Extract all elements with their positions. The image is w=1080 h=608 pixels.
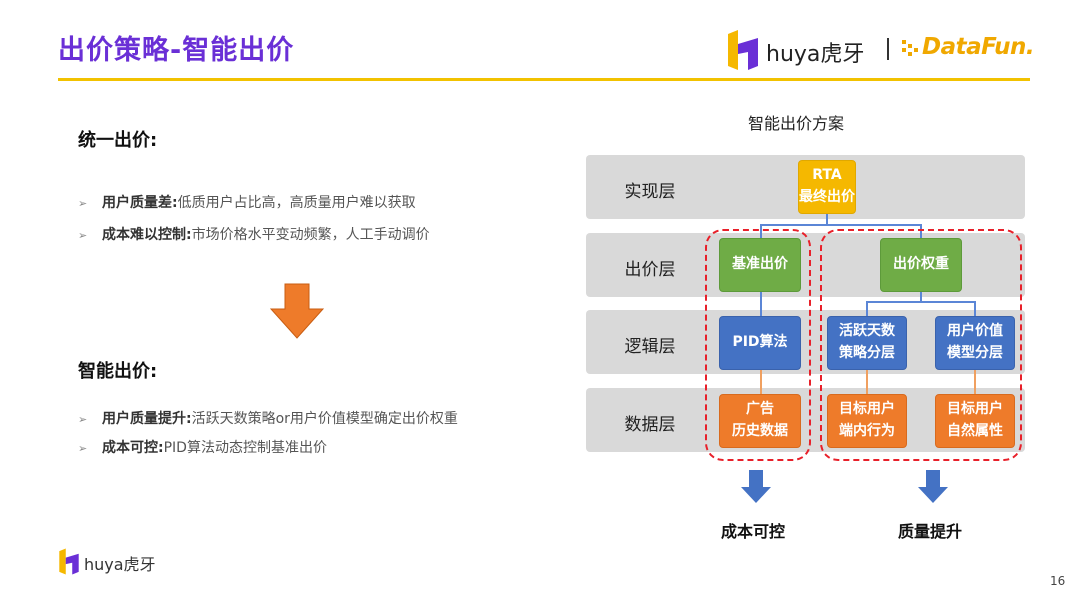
datafun-dots-icon: [902, 40, 918, 56]
bullet-text: 活跃天数策略or用户价值模型确定出价权重: [191, 411, 458, 427]
bullet-arrow-icon: ➢: [78, 229, 88, 242]
outcome-cost-control: 成本可控: [721, 522, 786, 541]
layer-label: 逻辑层: [624, 337, 676, 357]
huya-logo-text: huya虎牙: [84, 555, 156, 574]
node-text: 目标用户: [947, 401, 1003, 418]
node-text: 目标用户: [839, 401, 895, 418]
connector-line: [760, 292, 762, 316]
node-pid-algorithm: PID算法: [719, 316, 801, 370]
diagram-title: 智能出价方案: [748, 114, 845, 133]
bullet-arrow-icon: ➢: [78, 197, 88, 210]
connector-line: [866, 301, 975, 303]
bullet-label: 用户质量提升:: [102, 411, 192, 427]
node-text: 策略分层: [839, 345, 895, 361]
node-text: 最终出价: [799, 189, 855, 205]
layer-label: 实现层: [624, 182, 676, 202]
node-text: 自然属性: [947, 423, 1003, 439]
node-text: 历史数据: [732, 423, 788, 439]
bullet-label: 用户质量差:: [102, 195, 178, 211]
connector-line: [826, 213, 828, 225]
bullet-item: ➢ 成本可控:PID算法动态控制基准出价: [78, 437, 327, 457]
bullet-arrow-icon: ➢: [78, 442, 88, 455]
node-text: RTA: [812, 167, 842, 184]
node-target-user-attributes: 目标用户自然属性: [935, 394, 1015, 448]
section-heading-smart-bid: 智能出价:: [78, 361, 158, 382]
down-arrow-icon: [741, 470, 771, 503]
dashed-group-cost-control: [705, 229, 811, 461]
bullet-text: PID算法动态控制基准出价: [163, 440, 327, 456]
page-title: 出价策略-智能出价: [58, 35, 295, 66]
title-divider: [58, 78, 1030, 81]
node-rta-final-bid: RTA 最终出价: [798, 160, 856, 214]
bullet-label: 成本难以控制:: [102, 227, 192, 243]
connector-line: [974, 369, 976, 394]
bullet-item: ➢ 成本难以控制:市场价格水平变动频繁，人工手动调价: [78, 224, 430, 244]
page-number: 16: [1050, 574, 1066, 588]
huya-logo-icon: [59, 548, 79, 575]
footer-logo: huya虎牙: [58, 548, 156, 579]
connector-line: [920, 292, 922, 302]
down-arrow-icon: [270, 283, 324, 339]
node-text: 广告: [746, 401, 774, 418]
section-heading-unified-bid: 统一出价:: [78, 130, 158, 151]
huya-logo-icon: [728, 30, 758, 70]
layer-label: 出价层: [624, 260, 676, 280]
node-target-user-behavior: 目标用户端内行为: [827, 394, 907, 448]
down-arrow-icon: [918, 470, 948, 503]
huya-logo-text: huya虎牙: [766, 42, 865, 67]
node-ad-history: 广告历史数据: [719, 394, 801, 448]
logo-separator: [887, 38, 889, 60]
bullet-label: 成本可控:: [102, 440, 164, 456]
node-text: 活跃天数: [839, 323, 895, 340]
connector-line: [760, 369, 762, 394]
layer-label: 数据层: [624, 415, 676, 435]
dashed-group-quality: [820, 229, 1022, 461]
connector-line: [760, 224, 921, 226]
bullet-item: ➢ 用户质量提升:活跃天数策略or用户价值模型确定出价权重: [78, 408, 458, 428]
datafun-logo-text: DataFun.: [922, 34, 1035, 60]
node-user-value: 用户价值模型分层: [935, 316, 1015, 370]
node-bid-weight: 出价权重: [880, 238, 962, 292]
connector-line: [974, 301, 976, 316]
bullet-text: 市场价格水平变动频繁，人工手动调价: [191, 227, 430, 243]
node-base-bid: 基准出价: [719, 238, 801, 292]
bullet-item: ➢ 用户质量差:低质用户占比高，高质量用户难以获取: [78, 192, 416, 212]
connector-line: [920, 224, 922, 238]
connector-line: [866, 301, 868, 316]
bullet-arrow-icon: ➢: [78, 413, 88, 426]
outcome-quality-improvement: 质量提升: [898, 522, 963, 541]
node-text: 模型分层: [947, 345, 1003, 361]
connector-line: [866, 369, 868, 394]
node-active-days: 活跃天数策略分层: [827, 316, 907, 370]
bullet-text: 低质用户占比高，高质量用户难以获取: [177, 195, 416, 211]
connector-line: [760, 224, 762, 238]
node-text: 端内行为: [839, 423, 895, 439]
header-logos: huya虎牙 DataFun.: [726, 30, 1036, 70]
node-text: 用户价值: [947, 323, 1003, 340]
